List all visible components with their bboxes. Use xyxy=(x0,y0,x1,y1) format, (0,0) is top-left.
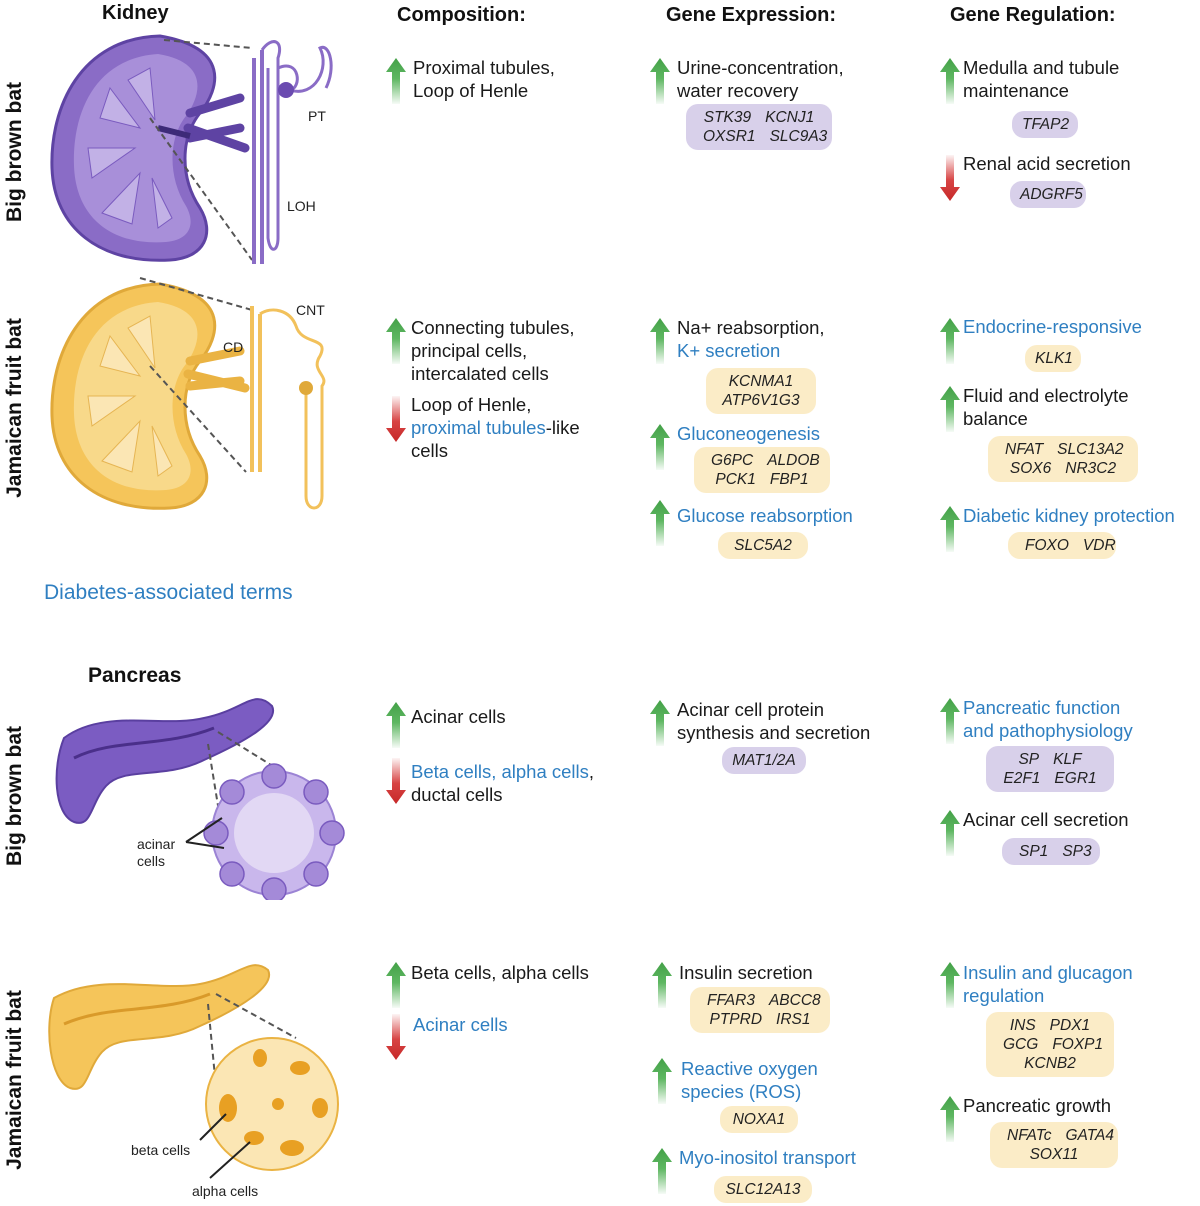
gene-pill: MAT1/2A xyxy=(722,747,806,774)
gene-pill: KLK1 xyxy=(1025,345,1081,372)
expression-text: Urine-concentration,water recovery xyxy=(677,57,844,101)
row-label-kidney-big-brown-bat: Big brown bat xyxy=(3,82,26,222)
up-arrow xyxy=(650,58,670,104)
regulation-text: Diabetic kidney protection xyxy=(963,505,1175,526)
kidney-title: Kidney xyxy=(102,2,169,24)
regulation-text: Pancreatic growth xyxy=(963,1095,1112,1116)
loh-label: LOH xyxy=(287,198,316,214)
cnt-label: CNT xyxy=(296,302,325,318)
up-arrow xyxy=(386,58,406,104)
alpha-cells-label: alpha cells xyxy=(192,1183,259,1199)
up-arrow xyxy=(940,810,960,856)
gene-regulation-header: Gene Regulation: xyxy=(950,4,1116,26)
up-arrow xyxy=(652,962,672,1008)
gene-pill: SLC12A13 xyxy=(714,1176,812,1203)
up-arrow xyxy=(650,424,670,470)
up-arrow xyxy=(940,698,960,744)
down-arrow xyxy=(940,155,960,201)
composition-text: Loop of Henle, proximal tubules-like cel… xyxy=(411,394,580,461)
gene-pill: TFAP2 xyxy=(1012,111,1078,138)
up-arrow xyxy=(652,1148,672,1194)
up-arrow xyxy=(650,318,670,364)
up-arrow xyxy=(386,962,406,1008)
up-arrow xyxy=(386,702,406,748)
expression-text: Gluconeogenesis xyxy=(677,423,820,444)
up-arrow xyxy=(650,500,670,546)
cd-label: CD xyxy=(223,339,244,355)
composition-text: Acinar cells xyxy=(413,1014,508,1035)
down-arrow xyxy=(386,758,406,804)
expression-text: Insulin secretion xyxy=(679,962,813,983)
gene-pill: NOXA1 xyxy=(720,1106,798,1133)
up-arrow xyxy=(940,386,960,432)
down-arrow xyxy=(386,1014,406,1060)
pancreas-title: Pancreas xyxy=(88,664,182,687)
gene-pill: KCNMA1 ATP6V1G3 xyxy=(706,368,816,414)
diabetes-legend: Diabetes-associated terms xyxy=(44,581,293,604)
composition-text: Connecting tubules,principal cells,inter… xyxy=(411,317,575,384)
kidney-illustration-jamaican-fruit-bat xyxy=(50,277,326,510)
down-arrow xyxy=(386,396,406,442)
up-arrow xyxy=(940,318,960,364)
up-arrow xyxy=(652,1058,672,1104)
kidney-illustration-big-brown-bat xyxy=(50,34,333,264)
composition-text: Beta cells, alpha cells, ductal cells xyxy=(411,761,595,805)
expression-text: Na+ reabsorption,K+ secretion xyxy=(677,317,825,361)
regulation-text: Acinar cell secretion xyxy=(963,809,1129,830)
composition-text: Acinar cells xyxy=(411,706,506,727)
up-arrow xyxy=(650,700,670,746)
beta-cells-label: beta cells xyxy=(131,1142,191,1158)
expression-text: Myo-inositol transport xyxy=(679,1147,856,1168)
row-label-pancreas-big-brown-bat: Big brown bat xyxy=(3,726,26,866)
gene-pill: SLC5A2 xyxy=(718,532,808,559)
acinar-label-1: acinar xyxy=(137,836,176,852)
pancreas-illustration-jamaican-fruit-bat xyxy=(48,964,339,1179)
up-arrow xyxy=(386,318,406,364)
row-label-pancreas-jamaican-fruit-bat: Jamaican fruit bat xyxy=(3,990,26,1170)
gene-pill: ADGRF5 xyxy=(1010,181,1086,208)
acinar-label-2: cells xyxy=(137,853,166,869)
up-arrow xyxy=(940,1096,960,1142)
regulation-text: Renal acid secretion xyxy=(963,153,1131,174)
up-arrow xyxy=(940,962,960,1008)
up-arrow xyxy=(940,58,960,104)
up-arrow xyxy=(940,506,960,552)
regulation-text: Endocrine-responsive xyxy=(963,316,1142,337)
gene-expression-header: Gene Expression: xyxy=(666,4,837,26)
expression-text: Glucose reabsorption xyxy=(677,505,853,526)
pancreas-illustration-big-brown-bat xyxy=(55,698,345,900)
row-label-kidney-jamaican-fruit-bat: Jamaican fruit bat xyxy=(3,318,26,498)
composition-header: Composition: xyxy=(397,4,526,26)
composition-text: Beta cells, alpha cells xyxy=(411,962,589,983)
composition-text: Proximal tubules,Loop of Henle xyxy=(413,57,555,101)
pt-label: PT xyxy=(308,108,326,124)
